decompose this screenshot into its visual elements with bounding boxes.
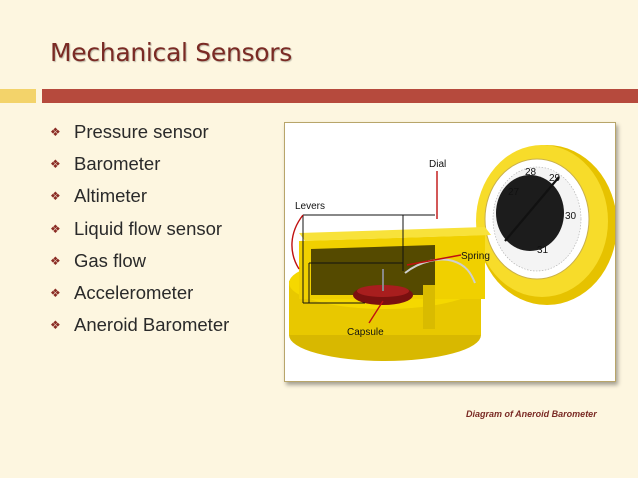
levers-label: Levers [295, 201, 325, 212]
dial-number: 27 [508, 187, 520, 198]
dial-number: 28 [525, 167, 537, 178]
diamond-bullet-icon: ❖ [50, 253, 61, 268]
aneroid-barometer-diagram: 27 28 29 30 31 [284, 122, 616, 382]
levers-part [302, 214, 435, 304]
dial-label: Dial [429, 159, 446, 170]
accent-bar [42, 89, 638, 103]
bullet-text: Aneroid Barometer [74, 314, 230, 336]
slide-title: Mechanical Sensors [50, 38, 292, 67]
capsule-part [353, 269, 413, 305]
pointer-arrows [291, 171, 462, 324]
diamond-bullet-icon: ❖ [50, 221, 61, 236]
list-item: ❖ Aneroid Barometer [50, 309, 229, 341]
list-item: ❖ Barometer [50, 148, 229, 180]
dial-number: 29 [549, 173, 561, 184]
list-item: ❖ Altimeter [50, 180, 229, 212]
list-item: ❖ Liquid flow sensor [50, 213, 229, 245]
dial-gauge: 27 28 29 30 31 [476, 145, 615, 305]
bullet-text: Pressure sensor [74, 121, 209, 143]
bullet-text: Gas flow [74, 249, 146, 271]
capsule-label: Capsule [347, 327, 384, 338]
bullet-text: Liquid flow sensor [74, 217, 223, 239]
bullet-text: Altimeter [74, 185, 147, 207]
dial-number: 30 [565, 211, 577, 222]
spring-label: Spring [461, 251, 490, 262]
bullet-list: ❖ Pressure sensor ❖ Barometer ❖ Altimeter ❖… [50, 116, 229, 341]
list-item: ❖ Gas flow [50, 245, 229, 277]
bullet-text: Accelerometer [74, 282, 194, 304]
base-housing [289, 227, 491, 361]
diamond-bullet-icon: ❖ [50, 157, 61, 172]
diamond-bullet-icon: ❖ [50, 125, 61, 140]
list-item: ❖ Accelerometer [50, 277, 229, 309]
diamond-bullet-icon: ❖ [50, 318, 61, 333]
figure-caption: Diagram of Aneroid Barometer [466, 409, 597, 419]
accent-block [0, 89, 36, 103]
list-item: ❖ Pressure sensor [50, 116, 229, 148]
dial-number: 31 [537, 245, 549, 256]
bullet-text: Barometer [74, 153, 161, 175]
spring-part [404, 258, 476, 284]
diamond-bullet-icon: ❖ [50, 189, 61, 204]
diamond-bullet-icon: ❖ [50, 286, 61, 301]
diagram-svg: 27 28 29 30 31 [289, 145, 615, 361]
